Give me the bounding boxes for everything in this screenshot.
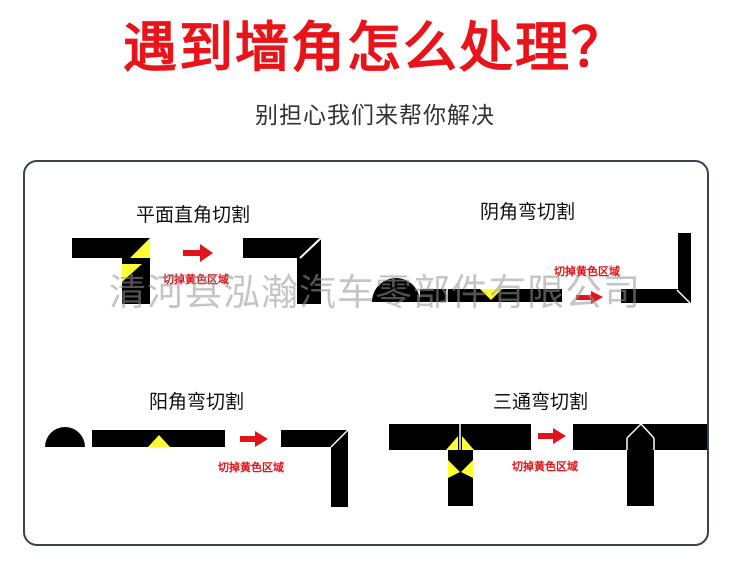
outer-corner-title: 阳角弯切割: [149, 391, 244, 413]
flat-arrow: [183, 244, 213, 262]
tee-cut-diamond-right: [461, 460, 473, 478]
flat-corner-before: [72, 238, 150, 304]
tee-cut-note: 切掉黄色区域: [512, 459, 578, 473]
inner-corner-before: [372, 278, 562, 302]
flat-corner-after: [243, 237, 322, 304]
inner-cut-note: 切掉黄色区域: [554, 264, 620, 278]
flat-cut-triangle-top: [130, 238, 150, 258]
flat-cut-note: 切掉黄色区域: [163, 272, 229, 286]
inner-cut-triangle: [480, 289, 502, 300]
tee-corner-title: 三通弯切割: [493, 391, 588, 413]
outer-corner-before: [45, 427, 225, 447]
flat-corner-title: 平面直角切割: [136, 204, 250, 226]
flat-cut-triangle-side: [122, 264, 142, 282]
page-title: 遇到墙角怎么处理？: [123, 16, 627, 79]
tee-corner-after: [573, 423, 707, 506]
inner-corner-after: [621, 233, 691, 304]
tee-arrow: [538, 428, 566, 444]
outer-cut-note: 切掉黄色区域: [218, 460, 284, 474]
outer-round-end: [45, 427, 85, 447]
inner-arrow: [576, 291, 603, 304]
tee-cut-diamond: [448, 460, 460, 478]
inner-corner-title: 阴角弯切割: [480, 201, 575, 223]
inner-round-end: [372, 278, 420, 302]
tee-cut-triangle-top-right: [462, 436, 474, 450]
outer-arrow: [240, 431, 268, 447]
outer-corner-after: [281, 429, 349, 507]
page-subtitle: 别担心我们来帮你解决: [255, 103, 495, 129]
tee-corner-before: [389, 424, 531, 506]
diagram-panel: [23, 160, 709, 546]
tee-cut-triangle-top-left: [446, 436, 458, 450]
outer-cut-triangle: [148, 435, 170, 447]
